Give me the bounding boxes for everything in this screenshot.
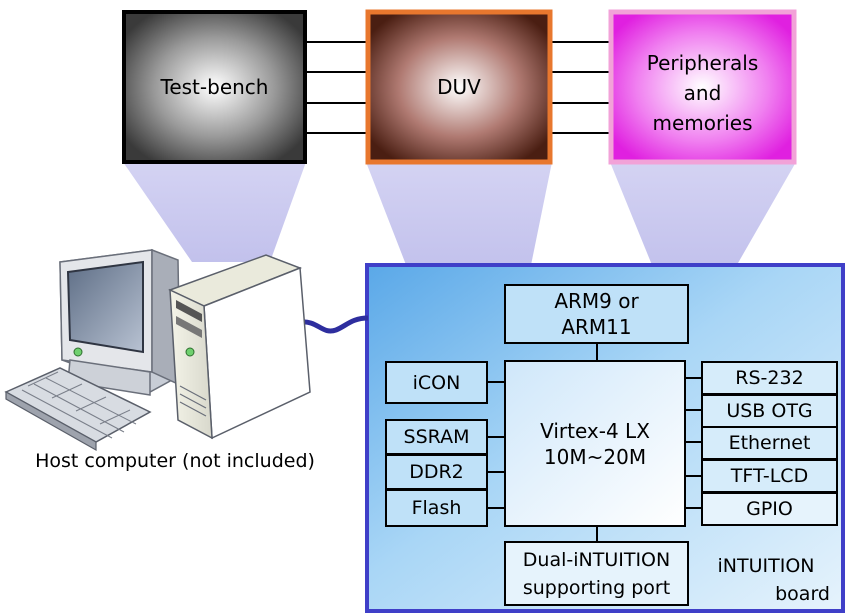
board-label: iNTUITION board [710, 552, 831, 608]
cpu-label-line-1: ARM9 or [554, 289, 639, 313]
beam-duv [366, 162, 552, 270]
fpga-label-line-1: Virtex-4 LX [540, 418, 650, 443]
module-rs232: RS-232 [735, 367, 804, 389]
fpga-block [504, 360, 686, 527]
keyboard-icon [4, 367, 152, 452]
peripherals-label: Peripherals and memories [611, 48, 794, 138]
module-tft-lcd: TFT-LCD [730, 465, 809, 487]
cpu-label-line-2: ARM11 [561, 315, 632, 339]
module-gpio-box [701, 492, 838, 526]
peripherals-block [608, 9, 797, 165]
module-flash: Flash [411, 497, 462, 519]
peripherals-label-line-1: Peripherals [646, 51, 759, 75]
monitor-icon [59, 248, 181, 396]
module-ssram-box [385, 419, 488, 455]
testbench-label: Test-bench [160, 75, 269, 99]
board-wiring [487, 343, 702, 542]
peripherals-label-line-3: memories [652, 111, 753, 135]
board-label-line-2: board [775, 583, 830, 605]
bus-lines-left [306, 41, 367, 134]
cpu-label: ARM9 or ARM11 [505, 285, 688, 343]
module-ssram: SSRAM [403, 426, 470, 448]
beam-testbench [123, 162, 306, 262]
module-ddr2-box [385, 454, 488, 490]
module-ddr2: DDR2 [409, 461, 464, 483]
dual-port-label: Dual-iNTUITION supporting port [505, 542, 688, 605]
board-label-line-1: iNTUITION [717, 555, 815, 577]
dual-port-label-line-1: Dual-iNTUITION [522, 548, 671, 571]
cpu-block [504, 284, 689, 344]
module-flash-box [385, 489, 488, 527]
testbench-block [122, 10, 307, 164]
module-ethernet: Ethernet [728, 432, 811, 454]
beam-peripherals [610, 162, 796, 270]
fpga-label-line-2: 10M~20M [543, 444, 647, 469]
module-tftlcd-box [701, 459, 838, 493]
module-ethernet-box [701, 426, 838, 460]
module-rs232-box [701, 361, 838, 395]
pc-tower-icon [168, 254, 311, 440]
duv-block [365, 9, 553, 165]
module-usbotg-box [701, 394, 838, 428]
dual-port-label-line-2: supporting port [522, 576, 671, 599]
module-icon: iCON [412, 371, 461, 394]
module-gpio: GPIO [746, 498, 793, 520]
host-computer-label: Host computer (not included) [35, 450, 315, 472]
duv-label: DUV [437, 75, 481, 99]
dual-port-box [504, 541, 689, 606]
module-icon-box [385, 361, 488, 404]
host-cable [299, 315, 369, 334]
fpga-label: Virtex-4 LX 10M~20M [505, 361, 685, 526]
module-usb-otg: USB OTG [726, 400, 813, 422]
bus-lines-right [552, 41, 611, 134]
peripherals-label-line-2: and [683, 81, 722, 105]
